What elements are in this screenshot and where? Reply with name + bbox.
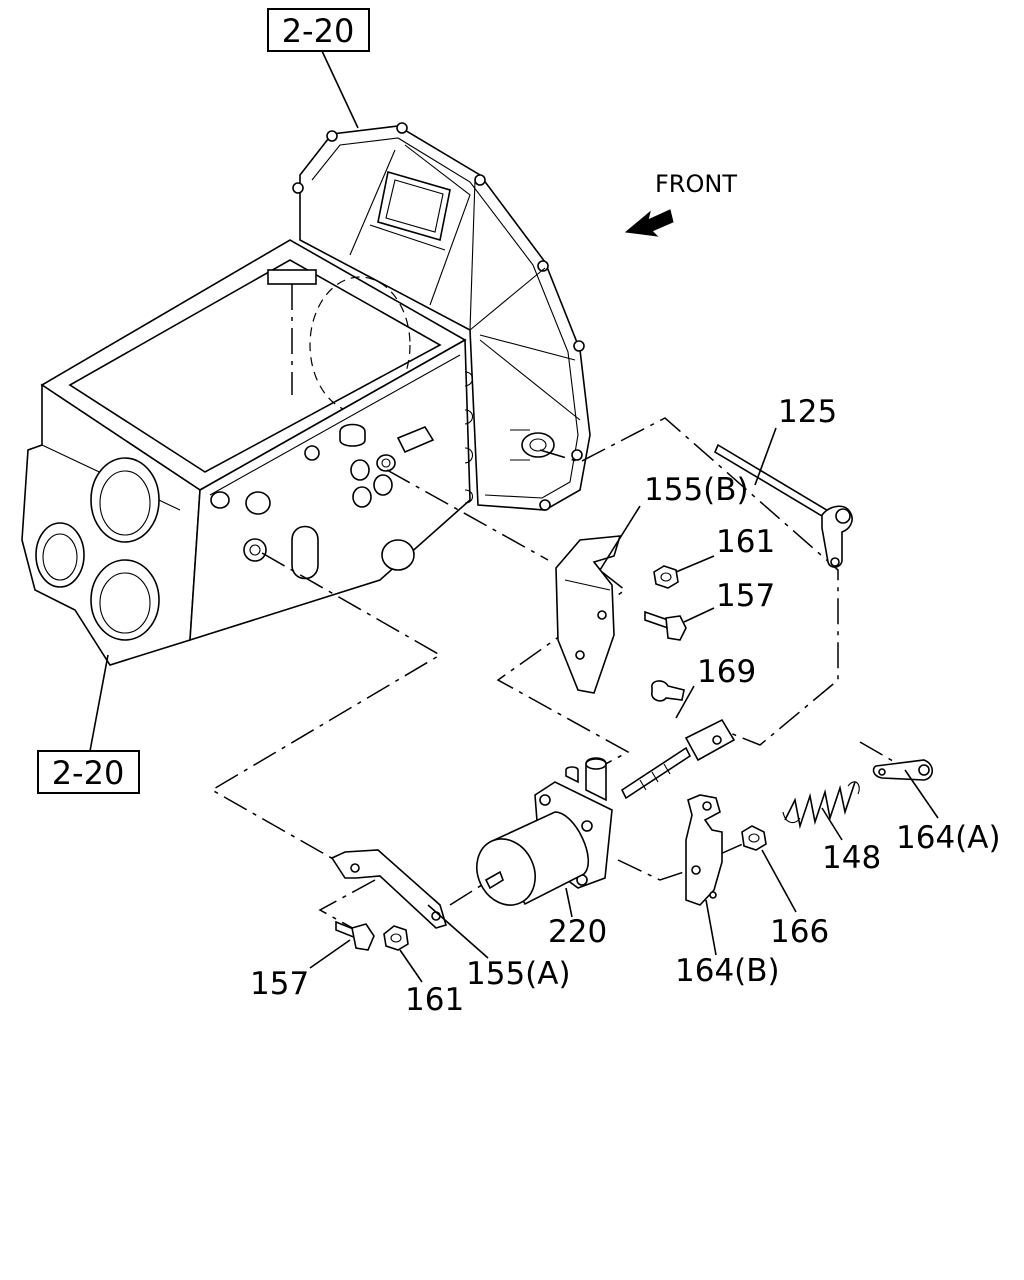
callout-125[interactable]: 125 bbox=[778, 394, 837, 430]
part-157-lower-bolt: 157 bbox=[250, 920, 375, 1002]
part-161-lower-nut: 161 bbox=[383, 925, 464, 1018]
reference-bottom-label: 2-20 bbox=[52, 754, 125, 792]
callout-166[interactable]: 166 bbox=[770, 914, 829, 950]
part-220-cylinder: 220 bbox=[476, 718, 736, 950]
reference-top-label: 2-20 bbox=[282, 12, 355, 50]
part-169-pin: 169 bbox=[651, 654, 756, 719]
callout-164b[interactable]: 164(B) bbox=[675, 953, 780, 989]
front-label: FRONT bbox=[655, 170, 737, 198]
part-148-spring: 148 bbox=[782, 781, 881, 876]
part-157-upper-bolt: 157 bbox=[644, 578, 775, 641]
part-164b-plate: 164(B) bbox=[675, 794, 780, 989]
callout-220[interactable]: 220 bbox=[548, 914, 607, 950]
callout-161-upper[interactable]: 161 bbox=[716, 524, 775, 560]
callout-161-lower[interactable]: 161 bbox=[405, 982, 464, 1018]
part-164a-lever: 164(A) bbox=[872, 759, 1001, 856]
bell-housing bbox=[292, 122, 591, 511]
front-arrow-icon bbox=[624, 209, 674, 237]
callout-169[interactable]: 169 bbox=[697, 654, 756, 690]
callout-157-upper[interactable]: 157 bbox=[716, 578, 775, 614]
part-166-nut: 166 bbox=[741, 825, 829, 950]
part-125-rod: 125 bbox=[713, 394, 853, 568]
part-155b-bracket: 155(B) bbox=[555, 472, 749, 694]
callout-164a[interactable]: 164(A) bbox=[896, 820, 1001, 856]
callout-155b[interactable]: 155(B) bbox=[644, 472, 749, 508]
callout-157-lower[interactable]: 157 bbox=[250, 966, 309, 1002]
callout-148[interactable]: 148 bbox=[822, 840, 881, 876]
front-indicator: FRONT bbox=[624, 170, 737, 237]
part-161-upper-nut: 161 bbox=[653, 524, 775, 589]
transmission-case bbox=[21, 239, 474, 666]
callout-155a[interactable]: 155(A) bbox=[466, 956, 571, 992]
reference-top[interactable]: 2-20 bbox=[267, 8, 370, 129]
part-155a-bracket: 155(A) bbox=[330, 849, 571, 992]
assembly-lines bbox=[210, 417, 906, 936]
reference-bottom[interactable]: 2-20 bbox=[37, 654, 140, 794]
